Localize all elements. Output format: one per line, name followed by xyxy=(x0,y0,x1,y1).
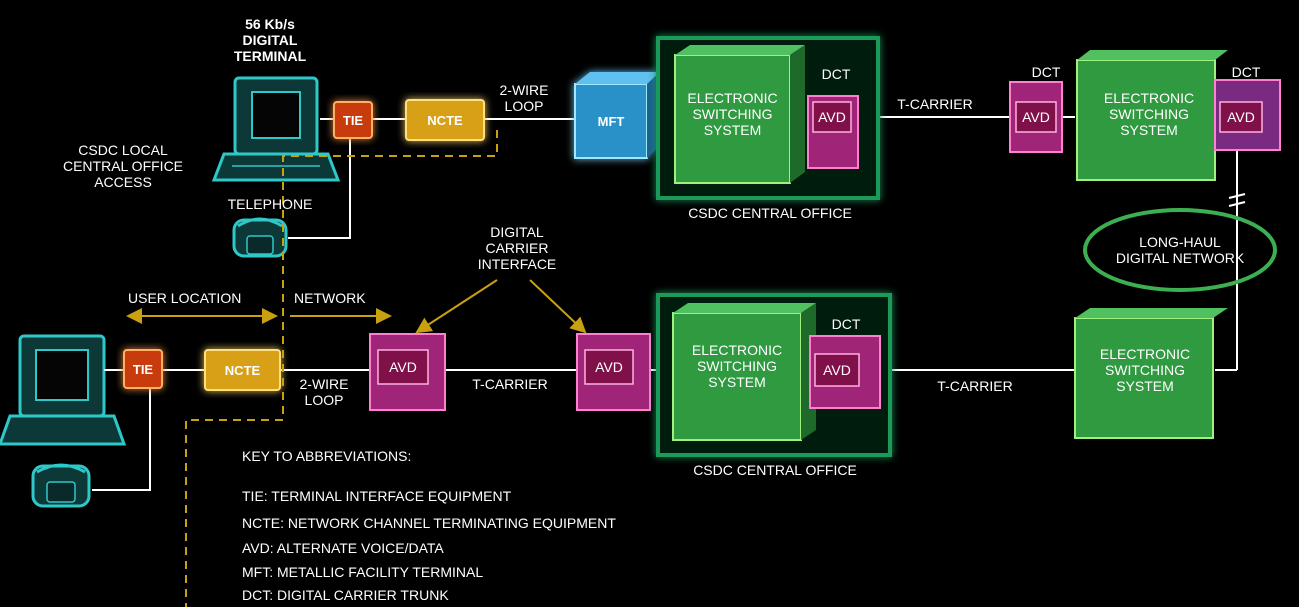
network-break-mark xyxy=(1228,193,1246,207)
bottom-tie-label: TIE xyxy=(132,361,154,377)
bottom-ess-line-3: SYSTEM xyxy=(708,374,766,390)
key-title: KEY TO ABBREVIATIONS: xyxy=(242,448,412,464)
terminal-title-line-3: TERMINAL xyxy=(233,48,307,64)
top-two-wire-line-2: LOOP xyxy=(504,98,544,114)
right-top-ess-line-2: SWITCHING xyxy=(1108,106,1190,122)
top-terminal-icon xyxy=(211,76,341,182)
access-title: CSDC LOCAL CENTRAL OFFICE ACCESS xyxy=(28,142,218,190)
bottom-avd-2-box xyxy=(576,333,651,411)
top-ess-line-3: SYSTEM xyxy=(703,122,762,138)
dci-arrow-right xyxy=(529,279,587,334)
right-top-ess-label: ELECTRONIC SWITCHING SYSTEM xyxy=(1084,90,1214,138)
bottom-dct-label: DCT xyxy=(831,316,861,332)
right-top-avd-left-label: AVD xyxy=(1022,109,1050,125)
right-top-avd-left-box xyxy=(1009,81,1063,153)
top-t-carrier-label: T-CARRIER xyxy=(897,96,973,112)
long-haul-ellipse xyxy=(1083,208,1277,292)
right-bottom-ess-box xyxy=(1074,308,1228,439)
telephone-label: TELEPHONE xyxy=(227,196,313,212)
key-item: MFT: METALLIC FACILITY TERMINAL xyxy=(242,564,484,580)
right-bottom-ess-line-3: SYSTEM xyxy=(1116,378,1174,394)
dci-line-1: DIGITAL xyxy=(490,224,544,240)
bottom-terminal-icon xyxy=(0,334,127,446)
top-two-wire-loop-label: 2-WIRE LOOP xyxy=(488,82,560,114)
bottom-ess-line-2: SWITCHING xyxy=(696,358,778,374)
right-top-ess-line-3: SYSTEM xyxy=(1120,122,1178,138)
bottom-ncte-box xyxy=(204,349,281,391)
mft-box xyxy=(574,72,660,159)
bottom-two-wire-line-2: LOOP xyxy=(304,392,344,408)
dci-line-3: INTERFACE xyxy=(477,256,557,272)
bottom-t-carrier-1-label: T-CARRIER xyxy=(472,376,548,392)
right-top-avd-right-label: AVD xyxy=(1227,109,1255,125)
top-central-office-label: CSDC CENTRAL OFFICE xyxy=(688,205,852,221)
bottom-avd-dct-box xyxy=(809,335,881,409)
access-title-line-1: CSDC LOCAL xyxy=(78,142,168,158)
bottom-two-wire-line-1: 2-WIRE xyxy=(299,376,349,392)
bottom-ncte-label: NCTE xyxy=(224,362,261,378)
bottom-ess-label: ELECTRONIC SWITCHING SYSTEM xyxy=(673,342,801,390)
mft-label: MFT xyxy=(597,113,625,129)
top-ess-line-1: ELECTRONIC xyxy=(687,90,778,106)
top-two-wire-line-1: 2-WIRE xyxy=(499,82,549,98)
bottom-avd-2-label: AVD xyxy=(595,359,623,375)
bottom-avd-3-label: AVD xyxy=(823,362,851,378)
top-avd-dct-box xyxy=(807,95,859,169)
bottom-telephone-icon xyxy=(31,463,91,508)
network-label: NETWORK xyxy=(294,290,366,306)
network-boundary-dashed-line xyxy=(185,130,498,607)
right-top-avd-right-box xyxy=(1214,79,1281,151)
user-location-label: USER LOCATION xyxy=(128,290,242,306)
bottom-t-carrier-2-label: T-CARRIER xyxy=(937,378,1013,394)
top-avd-label: AVD xyxy=(818,109,846,125)
key-item: TIE: TERMINAL INTERFACE EQUIPMENT xyxy=(242,488,512,504)
top-ncte-box xyxy=(405,99,485,141)
top-ess-line-2: SWITCHING xyxy=(692,106,773,122)
bottom-ess-line-1: ELECTRONIC xyxy=(691,342,783,358)
long-haul-line-2: DIGITAL NETWORK xyxy=(1115,250,1245,266)
top-tie-box xyxy=(333,101,373,139)
right-bottom-ess-label: ELECTRONIC SWITCHING SYSTEM xyxy=(1080,346,1210,394)
bottom-avd-1-label: AVD xyxy=(389,359,417,375)
dci-line-2: CARRIER xyxy=(485,240,549,256)
key-item: DCT: DIGITAL CARRIER TRUNK xyxy=(242,587,449,603)
long-haul-line-1: LONG-HAUL xyxy=(1139,234,1221,250)
key-item: NCTE: NETWORK CHANNEL TERMINATING EQUIPM… xyxy=(242,515,616,531)
bottom-two-wire-loop-label: 2-WIRE LOOP xyxy=(284,376,364,408)
right-top-dct-left-label: DCT xyxy=(1031,64,1061,80)
terminal-title: 56 Kb/s DIGITAL TERMINAL xyxy=(215,16,325,64)
dci-arrow-left xyxy=(415,279,498,334)
long-haul-label: LONG-HAUL DIGITAL NETWORK xyxy=(1095,234,1265,266)
access-title-line-2: CENTRAL OFFICE xyxy=(62,158,184,174)
dci-label: DIGITAL CARRIER INTERFACE xyxy=(462,224,572,272)
right-top-dct-right-label: DCT xyxy=(1231,64,1261,80)
top-ess-box xyxy=(674,45,805,184)
bottom-avd-1-box xyxy=(369,333,446,411)
top-ncte-label: NCTE xyxy=(427,112,463,128)
key-item: AVD: ALTERNATE VOICE/DATA xyxy=(242,540,444,556)
bottom-central-office-label: CSDC CENTRAL OFFICE xyxy=(693,462,857,478)
terminal-title-line-1: 56 Kb/s xyxy=(245,16,295,32)
right-top-ess-line-1: ELECTRONIC xyxy=(1103,90,1195,106)
top-telephone-icon xyxy=(232,217,288,258)
bottom-tie-box xyxy=(123,349,163,389)
top-tie-label: TIE xyxy=(342,112,364,128)
top-dct-label: DCT xyxy=(821,66,851,82)
terminal-title-line-2: DIGITAL xyxy=(242,32,298,48)
right-top-ess-box xyxy=(1076,50,1228,181)
right-bottom-ess-line-2: SWITCHING xyxy=(1104,362,1186,378)
access-title-line-3: ACCESS xyxy=(94,174,152,190)
right-bottom-ess-line-1: ELECTRONIC xyxy=(1099,346,1191,362)
top-ess-label: ELECTRONIC SWITCHING SYSTEM xyxy=(675,90,790,138)
